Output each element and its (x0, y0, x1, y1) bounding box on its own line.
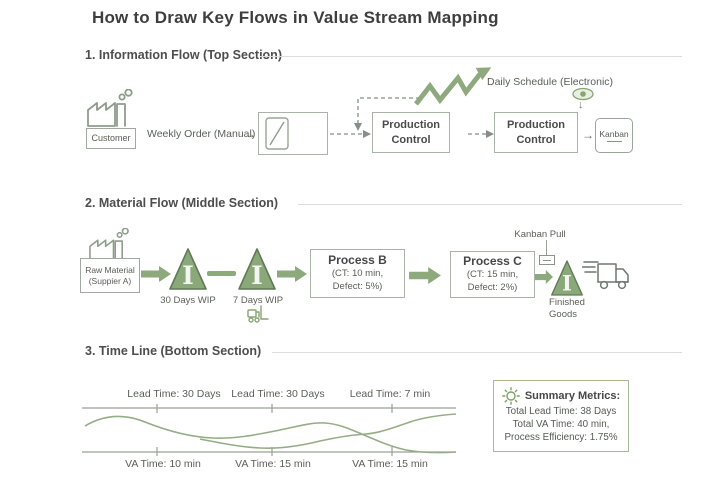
production-control-box-1: Production Control (372, 112, 450, 153)
inventory-triangle-icon: I (551, 260, 583, 297)
section-2-rule (298, 204, 682, 205)
lead-time-label: Lead Time: 7 min (349, 388, 431, 400)
factory-icon (89, 228, 129, 262)
section-1-rule (260, 56, 682, 57)
process-b-name: Process B (328, 252, 387, 267)
process-c-detail: (CT: 15 min, Defect: 2%) (466, 269, 519, 294)
inventory-symbol: I (562, 272, 572, 297)
kanban-box: Kanban (595, 118, 633, 153)
kanban-label: Kanban (599, 129, 629, 139)
lead-time-label: Lead Time: 30 Days (127, 388, 221, 400)
production-control-label: Production Control (506, 119, 566, 146)
raw-material-box: Raw Material (Suppier A) (80, 258, 140, 293)
arrow-right-icon: → (582, 128, 594, 142)
daily-schedule-label: Daily Schedule (Electronic) (487, 76, 614, 88)
lead-time-label: Lead Time: 30 Days (231, 388, 325, 400)
kanban-pull-label: Kanban Pull (514, 229, 566, 240)
kanban-pull-connector (546, 240, 547, 255)
va-time-label: VA Time: 15 min (352, 458, 428, 470)
summary-metric: Total Lead Time: 38 Days (505, 406, 617, 417)
material-flow-arrow (141, 266, 171, 282)
va-time-label: VA Time: 10 min (125, 458, 201, 470)
manual-info-box (258, 112, 328, 155)
material-flow-connector (207, 271, 236, 276)
dashed-elbow-connector (354, 97, 420, 131)
inventory-symbol: I (182, 261, 194, 290)
kanban-card-icon (539, 255, 555, 265)
section-2-heading: 2. Material Flow (Middle Section) (85, 196, 279, 210)
material-flow-arrow (409, 267, 441, 284)
finished-goods-label: Finished Goods (549, 297, 585, 320)
production-control-box-2: Production Control (494, 112, 578, 153)
process-c-name: Process C (463, 253, 522, 268)
truck-icon (582, 261, 629, 290)
inventory-symbol: I (251, 261, 263, 290)
electronic-info-zigzag-icon (414, 67, 492, 106)
va-time-label: VA Time: 15 min (235, 458, 311, 470)
material-flow-arrow (535, 270, 553, 284)
section-3-rule (272, 352, 682, 353)
timeline-chart (82, 404, 457, 456)
section-1-heading: 1. Information Flow (Top Section) (85, 48, 282, 62)
summary-heading: Summary Metrics: (524, 390, 621, 402)
process-c-box: Process C (CT: 15 min, Defect: 2%) (450, 251, 535, 298)
process-b-detail: (CT: 10 min, Defect: 5%) (331, 268, 384, 293)
wip-1-label: 30 Days WIP (160, 295, 216, 306)
section-3-heading: 3. Time Line (Bottom Section) (85, 344, 262, 358)
page-title: How to Draw Key Flows in Value Stream Ma… (92, 8, 499, 27)
customer-box: Customer (86, 128, 136, 149)
factory-icon (87, 89, 133, 127)
process-b-box: Process B (CT: 10 min, Defect: 5%) (310, 249, 405, 298)
inventory-triangle-icon: I (238, 248, 276, 290)
eye-icon (572, 87, 594, 101)
dashed-arrow (330, 130, 371, 138)
summary-metric: Process Efficiency: 1.75% (504, 432, 618, 443)
arrow-down-icon: ↓ (578, 99, 584, 111)
wip-2-label: 7 Days WIP (232, 295, 284, 306)
summary-metrics-box: Summary Metrics: Total Lead Time: 38 Day… (493, 380, 629, 452)
dashed-arrow (468, 130, 494, 138)
inventory-triangle-icon: I (169, 248, 207, 290)
arrow-right-icon: → (244, 127, 256, 141)
summary-metric: Total VA Time: 40 min, (512, 419, 610, 430)
material-flow-arrow (277, 266, 307, 282)
weekly-order-label: Weekly Order (Manual) (147, 128, 256, 140)
sun-icon (501, 387, 520, 405)
production-control-label: Production Control (381, 119, 441, 146)
manual-info-card-icon (265, 117, 289, 150)
forklift-icon (247, 305, 269, 323)
kanban-underline (606, 141, 622, 142)
